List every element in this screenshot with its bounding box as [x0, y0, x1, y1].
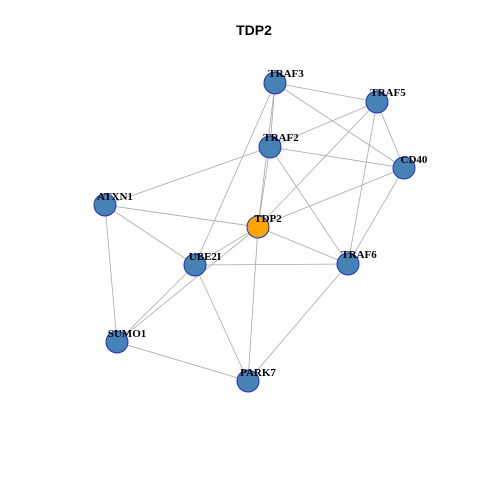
node-circle-traf2 — [258, 135, 282, 159]
edge-traf5-traf6 — [347, 101, 378, 265]
node-circle-tdp2 — [246, 215, 270, 239]
edge-traf6-park7 — [247, 263, 349, 382]
edge-tdp2-traf6 — [257, 226, 349, 265]
node-label-traf5: TRAF5 — [370, 87, 406, 99]
node-circle-park7 — [236, 369, 260, 393]
edge-sumo1-park7 — [116, 341, 249, 382]
node-label-sumo1: SUMO1 — [108, 328, 147, 340]
node-ube2i: UBE2I — [183, 251, 221, 277]
node-atxn1: ATXN1 — [93, 191, 133, 217]
edge-ube2i-traf6 — [194, 263, 349, 266]
edge-atxn1-tdp2 — [104, 204, 259, 228]
node-label-atxn1: ATXN1 — [97, 191, 133, 203]
edge-traf5-cd40 — [376, 101, 405, 169]
node-traf3: TRAF3 — [263, 68, 304, 95]
edge-cd40-traf6 — [347, 167, 405, 265]
node-circle-traf6 — [336, 252, 360, 276]
node-label-park7: PARK7 — [240, 367, 276, 379]
edge-traf3-traf5 — [274, 82, 378, 103]
node-label-cd40: CD40 — [401, 154, 428, 166]
node-circle-cd40 — [392, 156, 416, 180]
node-label-tdp2: TDP2 — [254, 213, 282, 225]
edge-tdp2-sumo1 — [116, 226, 259, 343]
node-traf6: TRAF6 — [336, 249, 377, 276]
node-tdp2: TDP2 — [246, 213, 282, 239]
node-circle-ube2i — [183, 253, 207, 277]
node-park7: PARK7 — [236, 367, 276, 393]
node-label-traf2: TRAF2 — [263, 132, 299, 144]
edge-ube2i-sumo1 — [116, 264, 196, 343]
edge-traf2-atxn1 — [104, 146, 271, 206]
edge-tdp2-park7 — [247, 226, 259, 382]
node-circle-traf5 — [365, 90, 389, 114]
node-traf2: TRAF2 — [258, 132, 299, 159]
edge-cd40-tdp2 — [257, 167, 405, 228]
node-label-ube2i: UBE2I — [189, 251, 221, 263]
node-label-traf6: TRAF6 — [341, 249, 377, 261]
edge-traf3-ube2i — [194, 82, 276, 266]
edge-traf2-traf6 — [269, 146, 349, 265]
node-circle-sumo1 — [105, 330, 129, 354]
edge-atxn1-sumo1 — [104, 204, 118, 343]
node-sumo1: SUMO1 — [105, 328, 147, 354]
edge-traf3-cd40 — [274, 82, 405, 169]
node-cd40: CD40 — [392, 154, 428, 180]
edge-traf2-cd40 — [269, 146, 405, 169]
graph-title: TDP2 — [236, 22, 272, 38]
edge-traf5-tdp2 — [257, 101, 378, 228]
node-circle-atxn1 — [93, 193, 117, 217]
edge-tdp2-ube2i — [194, 226, 259, 266]
edge-traf2-tdp2 — [257, 146, 271, 228]
node-label-traf3: TRAF3 — [268, 68, 304, 80]
edge-ube2i-park7 — [194, 264, 249, 382]
node-circle-traf3 — [263, 71, 287, 95]
edge-traf5-traf2 — [269, 101, 378, 148]
node-traf5: TRAF5 — [365, 87, 406, 114]
edge-atxn1-ube2i — [104, 204, 196, 266]
edge-layer — [104, 82, 405, 382]
